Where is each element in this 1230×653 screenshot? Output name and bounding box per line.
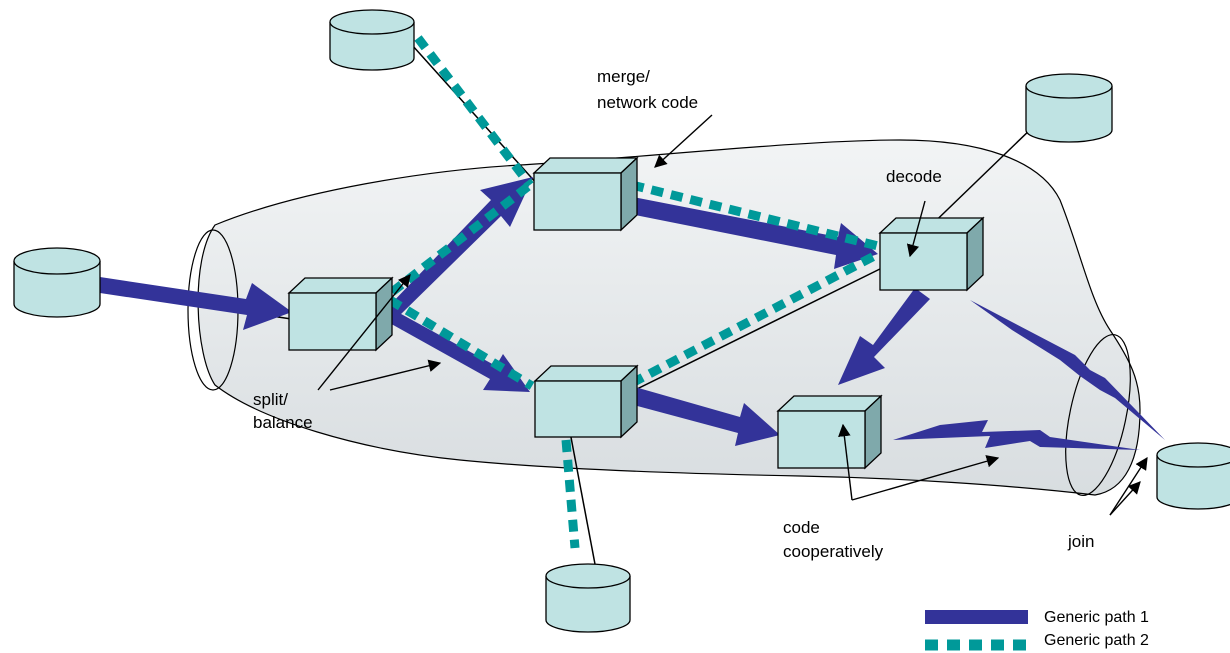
path1-segment-decode-code <box>838 288 930 385</box>
path2-bottom-to-decode <box>629 249 883 387</box>
legend: Generic path 1 Generic path 2 <box>925 609 1149 651</box>
router-box-merge <box>532 156 639 232</box>
router-box-bottom <box>533 364 639 439</box>
arrow-code-2 <box>851 455 1000 501</box>
label-decode: decode <box>886 167 942 186</box>
legend-swatch-path1 <box>925 610 1028 624</box>
host-cylinder-left <box>13 247 101 318</box>
legend-label-path2: Generic path 2 <box>1044 632 1149 649</box>
path1-zigzag-code-join <box>893 420 1140 450</box>
router-box-split <box>287 276 394 352</box>
generic-path-2 <box>387 35 883 549</box>
path1-segment-split-down <box>386 309 530 392</box>
host-cylinder-top-right <box>1025 73 1113 143</box>
arrow-split-2 <box>329 359 442 391</box>
path1-segment-merge-decode <box>630 197 878 269</box>
label-merge: merge/ <box>597 67 650 86</box>
arrow-split-1 <box>317 274 411 391</box>
host-cylinder-bottom <box>545 563 631 633</box>
path2-bottom-to-sink <box>561 439 580 549</box>
cloud-right-opening <box>1065 333 1131 497</box>
path1-segment-input <box>100 277 292 330</box>
legend-label-path1: Generic path 1 <box>1044 609 1149 626</box>
router-box-code <box>776 394 883 470</box>
label-network-code: network code <box>597 93 698 112</box>
annotation-arrows <box>317 114 1148 516</box>
arrow-code-1 <box>838 423 853 501</box>
label-balance: balance <box>253 413 313 432</box>
router-box-decode <box>878 216 985 292</box>
path1-segment-bottom-code <box>630 387 780 446</box>
path2-split-to-merge <box>389 181 533 296</box>
arrow-join-2 <box>1109 456 1148 516</box>
label-join: join <box>1067 532 1094 551</box>
label-code: code <box>783 518 820 537</box>
host-cylinder-top <box>329 9 415 71</box>
host-cylinder-right <box>1156 442 1230 510</box>
arrow-join-1 <box>1109 481 1141 516</box>
path2-source-to-merge <box>414 35 534 188</box>
arrow-decode <box>906 200 926 258</box>
generic-path-1 <box>100 177 1165 450</box>
label-split: split/ <box>253 390 288 409</box>
path2-merge-to-decode <box>630 180 880 251</box>
label-cooperatively: cooperatively <box>783 542 884 561</box>
path2-split-to-bottom <box>387 296 535 390</box>
arrow-merge <box>654 114 713 168</box>
